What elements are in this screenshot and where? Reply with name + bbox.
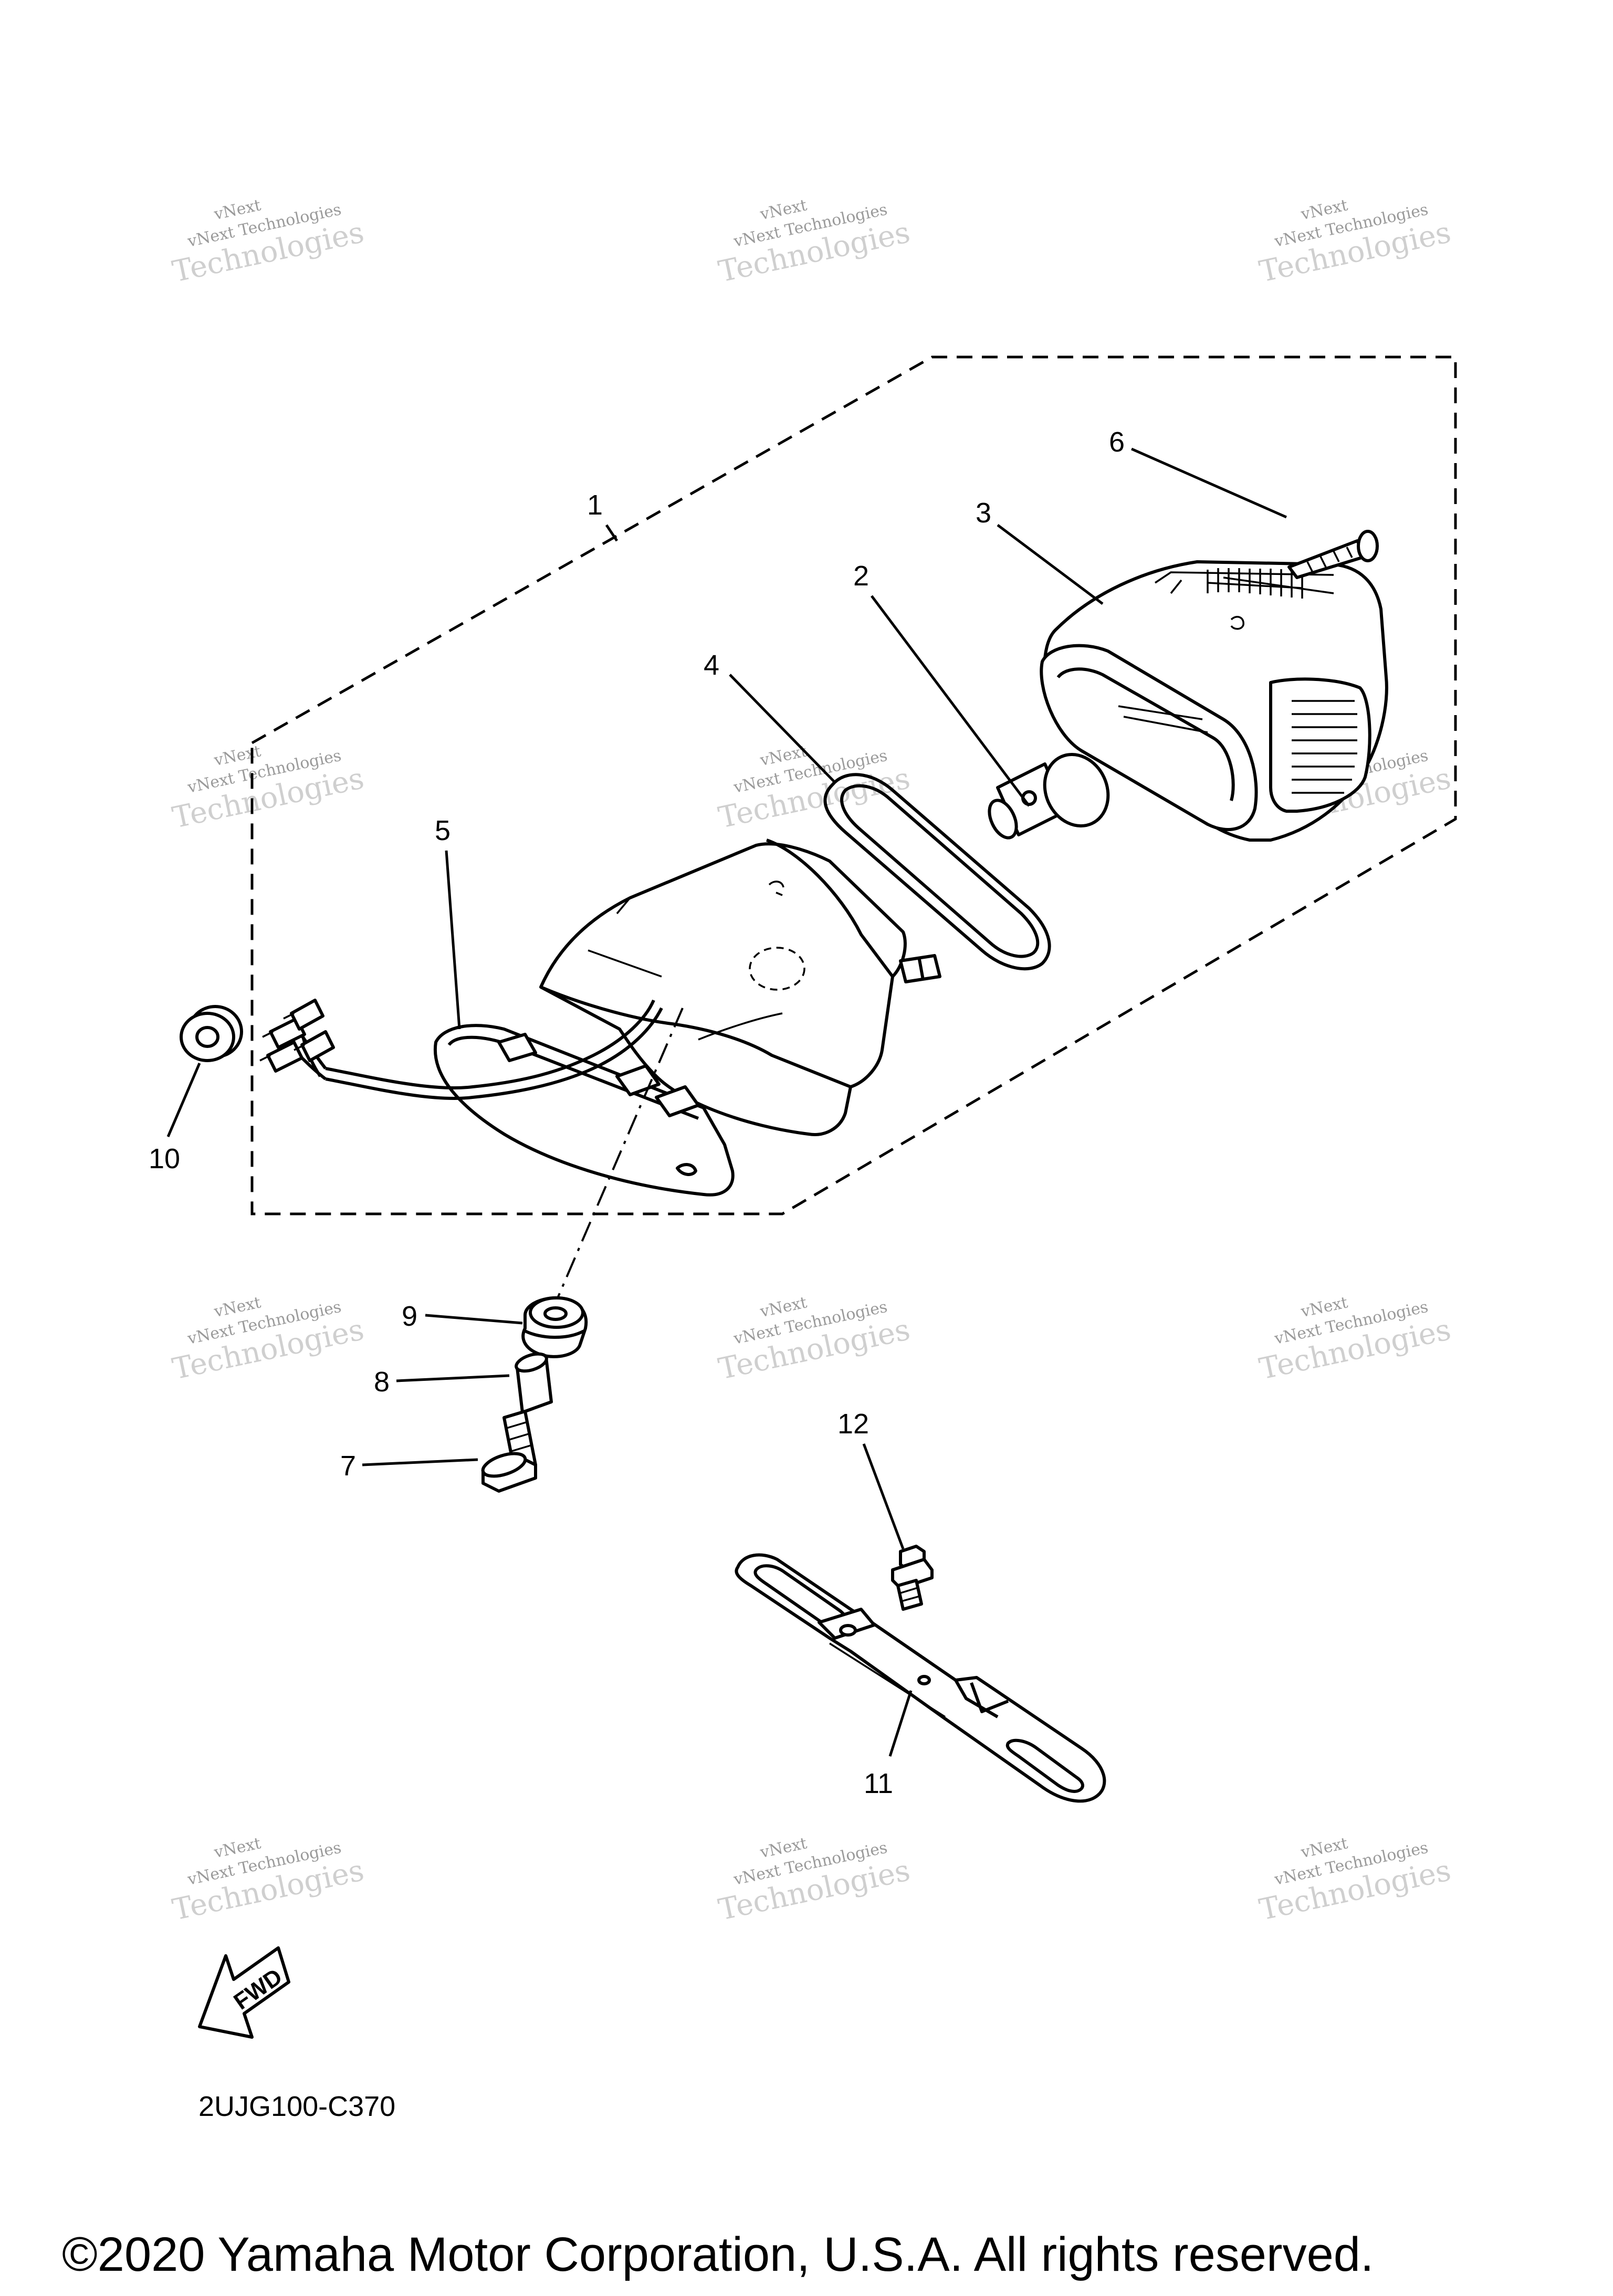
diagram-code: 2UJG100-C370 (198, 2091, 395, 2122)
part-label-5[interactable]: 5 (435, 815, 451, 846)
leader-9 (425, 1314, 523, 1325)
leader-4 (729, 674, 836, 783)
leader-1 (605, 524, 619, 542)
part-label-4[interactable]: 4 (704, 649, 719, 681)
part-11-bracket (735, 1553, 1106, 1803)
part-label-9[interactable]: 9 (402, 1301, 417, 1332)
part-label-10[interactable]: 10 (149, 1143, 180, 1175)
leader-10 (166, 1063, 201, 1137)
assembly-centerline (550, 1008, 684, 1313)
watermark: vNext vNext Technologies Technologies (1256, 1834, 1454, 1927)
assembly-boundary (250, 355, 1457, 1215)
part-7-bolt (481, 1410, 537, 1493)
part-10-grommet (180, 1005, 243, 1062)
part-8-collar (515, 1352, 553, 1414)
leader-6 (1130, 447, 1287, 519)
fwd-arrow-icon (198, 1946, 290, 2039)
part-6-screw (1287, 530, 1379, 579)
watermark: vNext vNext Technologies Technologies (716, 742, 913, 835)
watermark: vNext vNext Technologies Technologies (1256, 1293, 1454, 1386)
leader-12 (862, 1443, 905, 1549)
part-12-bolt (891, 1545, 934, 1611)
part-label-8[interactable]: 8 (374, 1366, 390, 1398)
part-3-lens-housing (1040, 560, 1388, 842)
leader-lines (166, 447, 1287, 1757)
watermark: vNext vNext Technologies Technologies (716, 1293, 913, 1386)
part-2-bulb (988, 752, 1110, 840)
leader-11 (888, 1690, 913, 1757)
part-4-gasket (823, 773, 1051, 971)
part-9-grommet (521, 1296, 588, 1358)
part-label-3[interactable]: 3 (976, 497, 991, 529)
watermark: vNext vNext Technologies Technologies (716, 196, 913, 289)
watermark: vNext vNext Technologies Technologies (170, 742, 367, 835)
wire-harness (259, 999, 663, 1100)
part-label-11[interactable]: 11 (864, 1768, 893, 1799)
watermark: vNext vNext Technologies Technologies (170, 196, 367, 289)
watermark: vNext vNext Technologies Technologies (716, 1834, 913, 1927)
watermark: vNext vNext Technologies Technologies (170, 1834, 367, 1927)
leader-3 (997, 524, 1104, 605)
leader-7 (362, 1458, 478, 1466)
part-labels: 1 2 3 4 5 6 7 8 9 10 11 12 (149, 426, 1125, 1799)
leader-8 (396, 1374, 510, 1382)
part-label-6[interactable]: 6 (1109, 426, 1125, 458)
part-label-1[interactable]: 1 (587, 489, 603, 521)
watermark: vNext vNext Technologies Technologies (1256, 196, 1454, 289)
part-label-12[interactable]: 12 (837, 1408, 869, 1440)
part-label-2[interactable]: 2 (853, 560, 869, 592)
watermark: vNext vNext Technologies Technologies (170, 1293, 367, 1386)
leader-2 (871, 595, 1030, 807)
fwd-arrow: FWD (198, 1946, 290, 2039)
copyright-notice: ©2020 Yamaha Motor Corporation, U.S.A. A… (62, 2228, 1374, 2281)
part-5-base (433, 838, 941, 1197)
part-label-7[interactable]: 7 (340, 1450, 356, 1482)
leader-5 (445, 850, 461, 1030)
